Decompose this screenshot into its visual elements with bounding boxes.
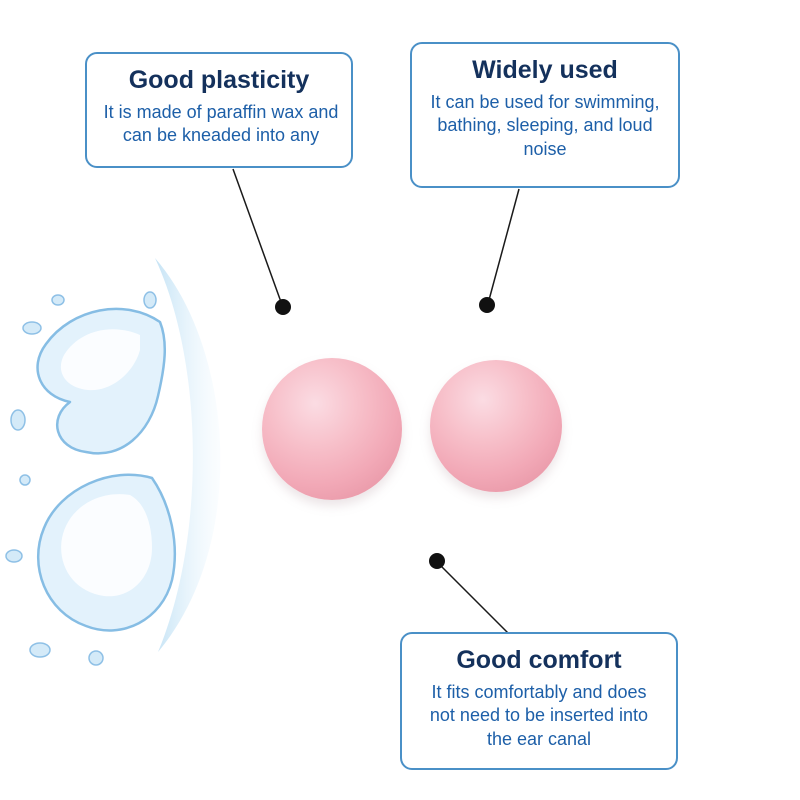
- callout-title-widely-used: Widely used: [472, 56, 618, 84]
- callout-body-plasticity: It is made of paraffin wax and can be kn…: [103, 102, 339, 146]
- callout-body-comfort: It fits comfortably and does not need to…: [429, 682, 649, 749]
- callout-widely-used: Widely used It can be used for swimming,…: [410, 42, 680, 188]
- splash-blob-upper-highlight: [60, 329, 140, 391]
- splash-blob-lower-highlight: [61, 494, 153, 597]
- earplug-ball-right: [430, 360, 562, 492]
- callout-title-comfort: Good comfort: [456, 646, 622, 674]
- earplug-ball-left: [262, 358, 402, 500]
- splash-droplets: [5, 291, 157, 666]
- pointer-dot-plasticity: [275, 299, 291, 315]
- splash-lens: [155, 258, 221, 652]
- callout-title-plasticity: Good plasticity: [128, 66, 310, 94]
- pointer-line-comfort: [440, 565, 509, 634]
- pointer-line-plasticity: [232, 168, 282, 303]
- callout-body-widely-used: It can be used for swimming, bathing, sl…: [430, 92, 660, 159]
- pointer-line-widely-used: [488, 188, 520, 301]
- callout-good-plasticity: Good plasticity It is made of paraffin w…: [85, 52, 353, 168]
- pointer-dot-widely-used: [479, 297, 495, 313]
- pointer-dot-comfort: [429, 553, 445, 569]
- callout-good-comfort: Good comfort It fits comfortably and doe…: [400, 632, 678, 770]
